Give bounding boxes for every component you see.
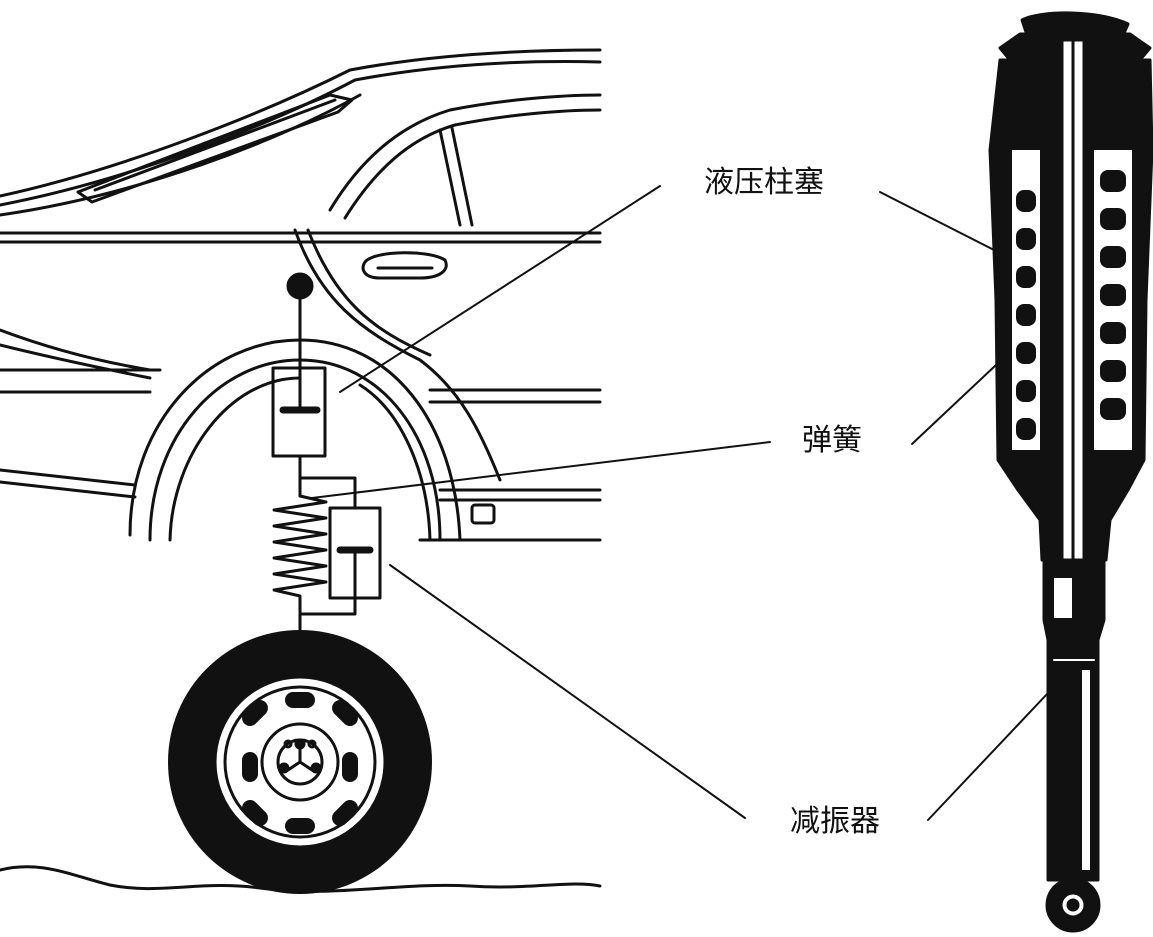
label-shock-absorber: 减振器	[790, 804, 880, 839]
label-spring: 弹簧	[802, 423, 862, 458]
label-hydraulic-plunger: 液压柱塞	[704, 165, 824, 200]
mount-ball	[286, 272, 314, 300]
spring-coil	[272, 494, 328, 614]
wheel	[168, 630, 432, 894]
strut-cutaway	[988, 11, 1153, 933]
suspension-schematic	[271, 272, 382, 632]
ground-line	[0, 865, 602, 893]
leader-lines	[311, 185, 1049, 821]
